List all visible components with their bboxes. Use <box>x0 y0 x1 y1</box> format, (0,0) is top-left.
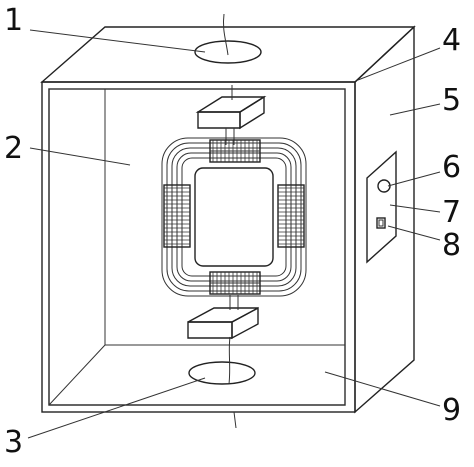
bottom-cable-hole <box>188 336 256 429</box>
upper-terminal-block <box>195 85 267 145</box>
label-2: 2 <box>4 131 23 166</box>
inner-wall-edge-bottom <box>48 344 106 406</box>
control-panel <box>366 150 397 264</box>
label-5: 5 <box>442 83 461 118</box>
label-4: 4 <box>442 23 461 58</box>
top-cable-hole <box>194 13 262 64</box>
switch <box>376 217 386 229</box>
label-1: 1 <box>4 3 23 38</box>
label-9: 9 <box>442 393 461 428</box>
cabinet <box>40 25 416 414</box>
label-8: 8 <box>442 228 461 263</box>
leader-lines <box>27 29 441 439</box>
label-7: 7 <box>442 195 461 230</box>
control-panel-plate <box>366 150 397 264</box>
cabinet-front-frame <box>41 81 356 413</box>
label-6: 6 <box>442 150 461 185</box>
label-3: 3 <box>4 425 23 460</box>
winding-ticks <box>164 140 304 294</box>
transformer-coil <box>161 137 307 297</box>
lower-terminal-block <box>187 295 259 340</box>
cabinet-back-panel <box>104 88 346 346</box>
indicator-lamp <box>377 179 391 193</box>
